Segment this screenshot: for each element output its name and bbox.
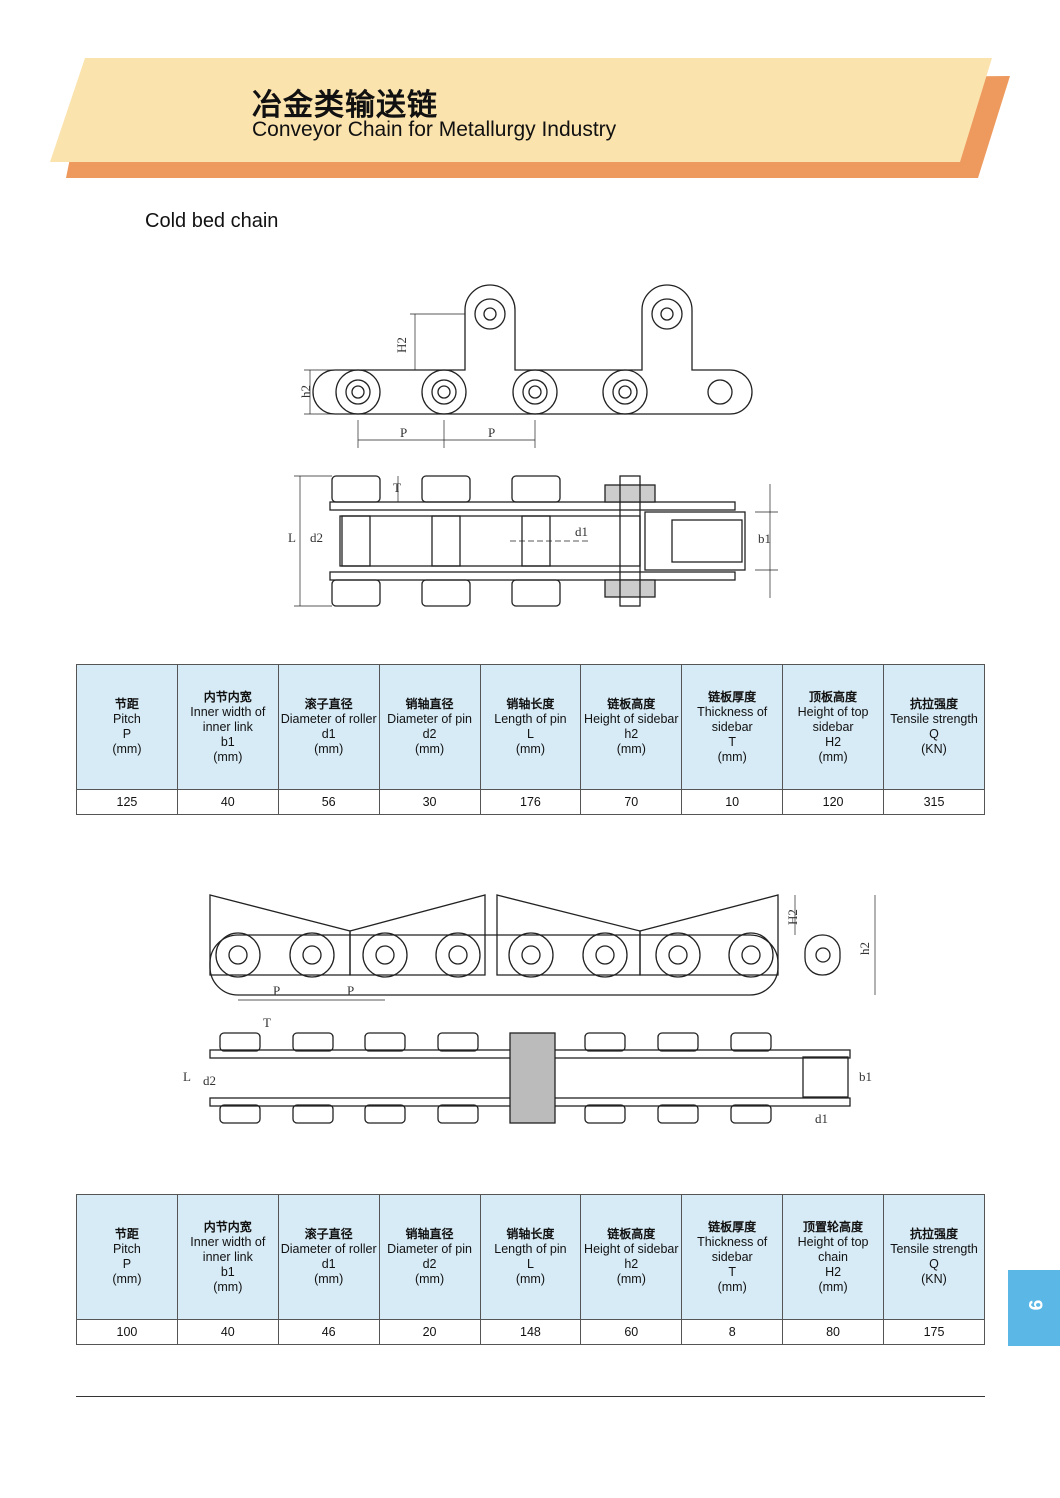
cell-value: 20 <box>378 1319 481 1345</box>
cell-value: 30 <box>378 789 481 815</box>
cell-value: 120 <box>782 789 884 815</box>
cell-value: 40 <box>176 789 279 815</box>
label-T-2: T <box>263 1015 271 1030</box>
label-d2-2: d2 <box>203 1073 216 1088</box>
header-banner <box>50 58 1010 178</box>
label-d2-1: d2 <box>310 530 323 545</box>
label-d1-2: d1 <box>815 1111 828 1126</box>
label-T-1: T <box>393 480 401 495</box>
cell-value: 8 <box>681 1319 784 1345</box>
label-pitch-2: P <box>488 425 495 440</box>
cell-value: 10 <box>681 789 784 815</box>
table-row: 100 40 46 20 148 60 8 80 175 <box>76 1319 985 1345</box>
footer-divider <box>76 1396 985 1397</box>
cell-value: 70 <box>580 789 683 815</box>
cell-value: 56 <box>277 789 380 815</box>
cell-value: 46 <box>277 1319 380 1345</box>
cell-value: 175 <box>883 1319 985 1345</box>
label-b1-2: b1 <box>859 1069 872 1084</box>
section-title: Cold bed chain <box>145 210 279 232</box>
page-title-cn: 冶金类输送链 <box>252 88 438 123</box>
label-H2-2: H2 <box>785 909 800 925</box>
cell-value: 40 <box>176 1319 279 1345</box>
label-pitch-3: P <box>273 983 280 998</box>
cell-value: 125 <box>76 789 178 815</box>
label-d1-1: d1 <box>575 524 588 539</box>
cell-value: 60 <box>580 1319 683 1345</box>
label-L-2: L <box>183 1069 191 1084</box>
label-pitch-4: P <box>347 983 354 998</box>
label-h2-2: h2 <box>857 942 872 955</box>
cell-value: 315 <box>883 789 985 815</box>
cell-value: 80 <box>782 1319 884 1345</box>
label-b1-side: h2 <box>298 385 313 398</box>
label-h2: H2 <box>394 337 409 353</box>
page-number-tab: 9 <box>1008 1270 1060 1346</box>
cell-value: 176 <box>479 789 582 815</box>
page-title-en: Conveyor Chain for Metallurgy Industry <box>252 118 617 141</box>
label-pitch-1: P <box>400 425 407 440</box>
cell-value: 148 <box>479 1319 582 1345</box>
table-row: 125 40 56 30 176 70 10 120 315 <box>76 789 985 815</box>
page-number: 9 <box>1024 1299 1045 1311</box>
label-b1-1: b1 <box>758 531 771 546</box>
chain-drawing-2: P P H2 h2 L d2 T d1 b1 <box>183 894 876 1126</box>
chain-drawing-1: H2 h2 P P d1 d2 L T b1 <box>288 284 778 607</box>
label-L-1: L <box>288 530 296 545</box>
cell-value: 100 <box>76 1319 178 1345</box>
